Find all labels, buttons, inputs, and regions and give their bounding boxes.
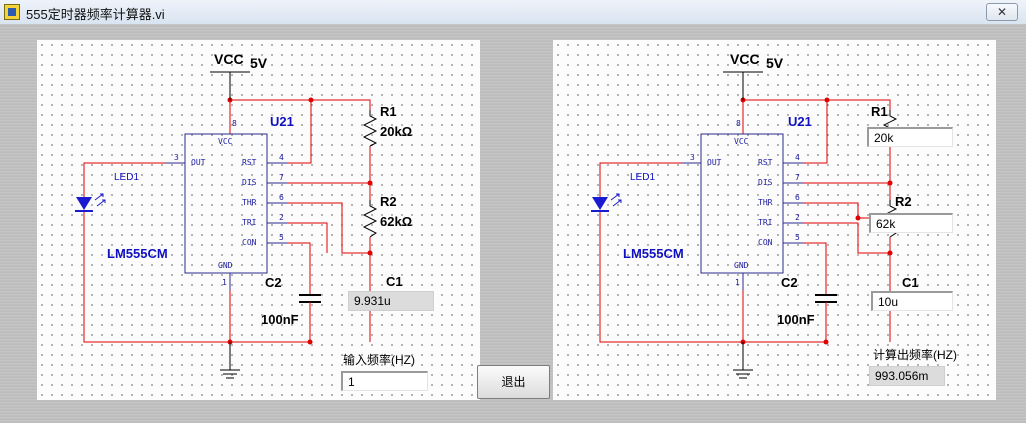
led-label: LED1 (114, 172, 139, 183)
vcc-label: VCC (214, 51, 244, 67)
ic-ref-label: U21 (788, 114, 812, 129)
wire-vcc-r1 (230, 99, 371, 110)
pin-num-3: 3 (690, 153, 695, 162)
wire-out-led (83, 162, 185, 197)
pin-num-7: 7 (279, 173, 284, 182)
led-icon (591, 193, 622, 212)
pin-num-2: 2 (279, 213, 284, 222)
pin-label-tri: TRI (242, 218, 257, 227)
output-circuit-panel: VCC 5V VCC OUT RST DIS THR TRI CON GND 8… (553, 40, 996, 400)
pin-label-gnd: GND (734, 261, 749, 270)
c2-label: C2 (781, 275, 798, 290)
c1-value-field[interactable]: 9.931u (348, 291, 434, 311)
wire-thr (287, 202, 370, 254)
circuit-schematic-left: VCC 5V VCC OUT RST DIS THR TRI CON GND 8… (75, 51, 412, 379)
window-title: 555定时器频率计算器.vi (26, 7, 165, 22)
pin-num-8: 8 (232, 119, 237, 128)
computed-frequency-field: 993.056m (869, 366, 945, 386)
led-icon (75, 193, 106, 212)
led-label: LED1 (630, 172, 655, 183)
pin-label-gnd: GND (218, 261, 233, 270)
wire-rst (287, 100, 312, 164)
vcc-value: 5V (250, 55, 268, 71)
r1-label: R1 (871, 104, 888, 119)
r1-label: R1 (380, 104, 397, 119)
pin-num-6: 6 (795, 193, 800, 202)
c2-label: C2 (265, 275, 282, 290)
pin-num-2: 2 (795, 213, 800, 222)
input-frequency-label: 输入频率(HZ) (343, 353, 415, 367)
c2-capacitor-icon (299, 294, 321, 303)
pin-num-3: 3 (174, 153, 179, 162)
pin-label-rst: RST (758, 158, 773, 167)
ic-part-label: LM555CM (107, 246, 168, 261)
c2-value: 100nF (261, 312, 299, 327)
c1-value-field[interactable]: 10u (871, 291, 953, 311)
r2-value: 62kΩ (380, 214, 412, 229)
wire-ground-return (83, 212, 311, 343)
ic-ref-label: U21 (270, 114, 294, 129)
pin-label-dis: DIS (242, 178, 257, 187)
pin-num-6: 6 (279, 193, 284, 202)
pin-num-1: 1 (222, 278, 227, 287)
pin-label-con: CON (242, 238, 257, 247)
pin-label-out: OUT (707, 158, 722, 167)
exit-button[interactable]: 退出 (477, 365, 550, 399)
pin-num-5: 5 (279, 233, 284, 242)
pin-label-dis: DIS (758, 178, 773, 187)
pin-num-4: 4 (795, 153, 800, 162)
r2-label: R2 (380, 194, 397, 209)
input-circuit-panel: VCC 5V VCC OUT RST DIS THR TRI CON GND 8… (37, 40, 480, 400)
pin-num-8: 8 (736, 119, 741, 128)
r1-value-field[interactable]: 20k (867, 127, 953, 147)
pin-num-7: 7 (795, 173, 800, 182)
c1-label: C1 (386, 274, 403, 289)
r1-resistor-icon (362, 110, 378, 147)
pin-num-1: 1 (735, 278, 740, 287)
pin-label-con: CON (758, 238, 773, 247)
pin-label-vcc: VCC (734, 137, 749, 146)
pin-num-4: 4 (279, 153, 284, 162)
pin-label-rst: RST (242, 158, 257, 167)
title-bar: 555定时器频率计算器.vi ✕ (0, 0, 1026, 25)
ic-part-label: LM555CM (623, 246, 684, 261)
pin-label-vcc: VCC (218, 137, 233, 146)
pin-label-tri: TRI (758, 218, 773, 227)
wire-dis (287, 146, 371, 184)
ground-icon (733, 342, 753, 379)
pin-label-thr: THR (242, 198, 257, 207)
computed-frequency-label: 计算出频率(HZ) (873, 348, 957, 362)
r2-value-field[interactable]: 62k (869, 213, 953, 233)
r2-resistor-icon (362, 200, 378, 238)
c1-label: C1 (902, 275, 919, 290)
pin-num-5: 5 (795, 233, 800, 242)
pin-label-thr: THR (758, 198, 773, 207)
c2-value: 100nF (777, 312, 815, 327)
wire-con (287, 242, 311, 295)
vcc-value: 5V (766, 55, 784, 71)
close-button[interactable]: ✕ (986, 3, 1018, 21)
r1-value: 20kΩ (380, 124, 412, 139)
c2-capacitor-icon (815, 294, 837, 303)
labview-vi-icon (4, 4, 20, 20)
circuit-schematic-right: VCC 5V VCC OUT RST DIS THR TRI CON GND 8… (591, 51, 919, 379)
ground-icon (220, 342, 240, 379)
vcc-label: VCC (730, 51, 760, 67)
input-frequency-field[interactable]: 1 (341, 371, 428, 391)
r2-label: R2 (895, 194, 912, 209)
pin-label-out: OUT (191, 158, 206, 167)
